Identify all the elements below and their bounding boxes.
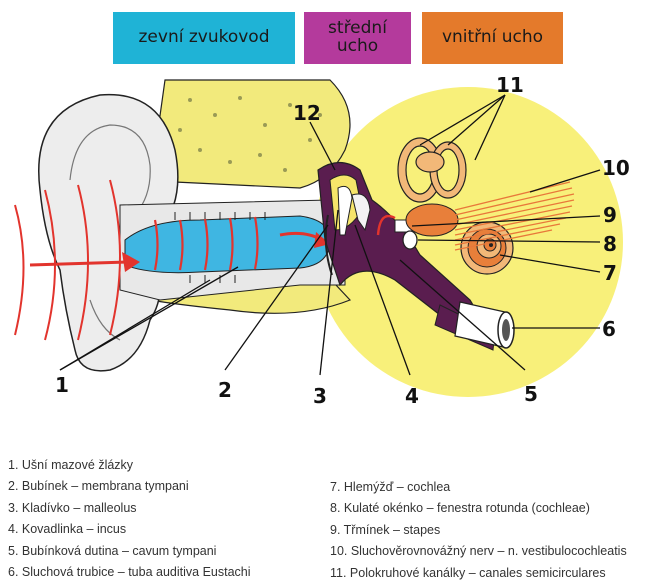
label-9: 9 bbox=[603, 203, 617, 227]
legend-item: 7. Hlemýžď – cochlea bbox=[330, 477, 627, 498]
header-outer-ear-label: zevní zvukovod bbox=[139, 29, 270, 47]
legend-item: 6. Sluchová trubice – tuba auditiva Eust… bbox=[8, 562, 251, 583]
label-10: 10 bbox=[602, 156, 630, 180]
legend-item: 2. Bubínek – membrana tympani bbox=[8, 476, 251, 497]
ear-diagram: 1 2 3 4 5 6 7 8 9 10 11 12 bbox=[0, 70, 653, 420]
legend-item: 1. Ušní mazové žlázky bbox=[8, 455, 251, 476]
header-middle-ear: střední ucho bbox=[304, 12, 411, 64]
legend-item: 8. Kulaté okénko – fenestra rotunda (coc… bbox=[330, 498, 627, 519]
header-middle-ear-label: střední ucho bbox=[328, 20, 387, 56]
semicircular-canals bbox=[398, 138, 466, 202]
legend-item: 10. Sluchověrovnovážný nerv – n. vestibu… bbox=[330, 541, 627, 562]
label-7: 7 bbox=[603, 261, 617, 285]
header-outer-ear: zevní zvukovod bbox=[113, 12, 295, 64]
legend-item: 3. Kladívko – malleolus bbox=[8, 498, 251, 519]
label-4: 4 bbox=[405, 384, 419, 408]
round-window bbox=[403, 231, 417, 249]
eustachian-tube-lumen bbox=[502, 319, 510, 341]
header-inner-ear: vnitřní ucho bbox=[422, 12, 563, 64]
label-8: 8 bbox=[603, 232, 617, 256]
header-inner-ear-label: vnitřní ucho bbox=[442, 29, 543, 47]
vestibule bbox=[406, 204, 458, 236]
label-5: 5 bbox=[524, 382, 538, 406]
legend-item: 5. Bubínková dutina – cavum tympani bbox=[8, 541, 251, 562]
label-6: 6 bbox=[602, 317, 616, 341]
label-3: 3 bbox=[313, 384, 327, 408]
legend-item: 4. Kovadlinka – incus bbox=[8, 519, 251, 540]
label-12: 12 bbox=[293, 101, 321, 125]
label-1: 1 bbox=[55, 373, 69, 397]
label-11: 11 bbox=[496, 73, 524, 97]
legend-left: 1. Ušní mazové žlázky 2. Bubínek – membr… bbox=[8, 455, 251, 583]
label-2: 2 bbox=[218, 378, 232, 402]
legend-right: 7. Hlemýžď – cochlea 8. Kulaté okénko – … bbox=[330, 477, 627, 584]
legend-item: 9. Třmínek – stapes bbox=[330, 520, 627, 541]
